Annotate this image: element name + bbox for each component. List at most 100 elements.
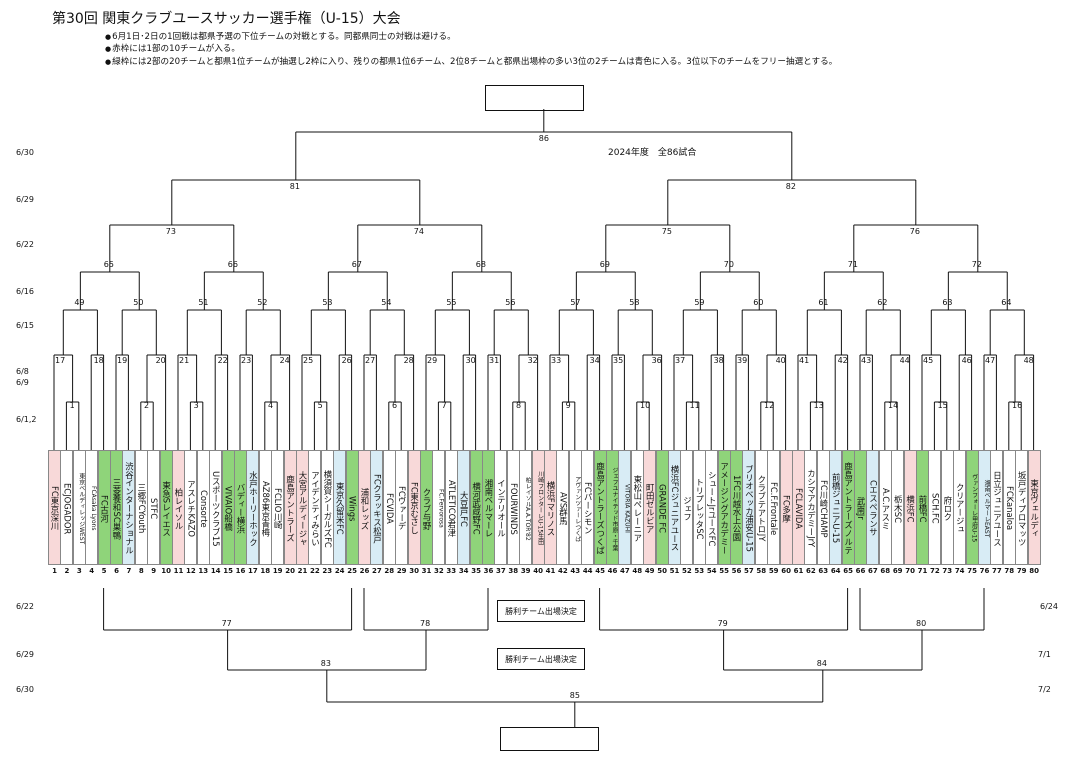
team-number: 26: [359, 567, 370, 575]
notes: 6月1日･2日の1回戦は都県予選の下位チームの対戦とする。同都県同士の対戦は避け…: [105, 31, 837, 68]
team-number: 63: [818, 567, 829, 575]
match-label-r96: 45: [923, 356, 934, 365]
match-label-r96: 28: [403, 356, 414, 365]
team-slot: STFC: [147, 450, 161, 565]
team-number: 70: [905, 567, 915, 575]
team-slot: 湘南ベルマーレEAST: [978, 450, 991, 565]
team-slot: クラブ与野: [420, 450, 433, 565]
match-label-r64: 49: [74, 298, 85, 307]
match-label-r1: 9: [565, 401, 571, 410]
match-label-r1: 2: [144, 401, 150, 410]
team-slot: FCVIDA: [382, 450, 396, 565]
match-label-r96: 47: [985, 356, 996, 365]
team-number: 77: [992, 567, 1002, 575]
match-label-r96: 21: [179, 356, 190, 365]
match-label-r64: 52: [257, 298, 268, 307]
champion-box: [485, 85, 584, 111]
team-number: 53: [694, 567, 705, 575]
match-label-r96: 29: [427, 356, 438, 365]
match-label-r1: 11: [689, 401, 700, 410]
team-slot: 大宮アルディージャ: [296, 450, 309, 565]
match-label-r32: 72: [971, 260, 982, 269]
match-label-r96: 25: [303, 356, 314, 365]
team-number: 21: [297, 567, 308, 575]
match-label-r64: 55: [446, 298, 457, 307]
match-label-r96: 26: [341, 356, 352, 365]
team-number: 47: [620, 567, 630, 575]
team-slot: FC川崎CHAMP: [816, 450, 830, 565]
team-slot: 鹿島アントラーズつくば: [593, 450, 607, 565]
match-label-r32: 71: [847, 260, 858, 269]
team-slot: SCH.FC: [928, 450, 942, 565]
team-slot: クラブテアトロJY: [754, 450, 768, 565]
team-slot: FCLIO川崎: [271, 450, 285, 565]
team-number: 14: [210, 567, 221, 575]
match-label-r1: 8: [516, 401, 522, 410]
match-label-r96: 41: [799, 356, 810, 365]
match-label-r96: 37: [675, 356, 686, 365]
team-number: 30: [409, 567, 419, 575]
team-slot: A.C.アスミ: [878, 450, 892, 565]
team-slot: AZ86東京青梅: [258, 450, 272, 565]
match-label-r64: 63: [942, 298, 953, 307]
team-number: 44: [582, 567, 593, 575]
team-slot: 横須賀シーガルズFC: [320, 450, 334, 565]
team-slot: アメージングアカデミー: [717, 450, 731, 565]
team-number: 7: [126, 567, 132, 575]
team-slot: FCヴァーデ: [395, 450, 409, 565]
match-label-r32: 65: [103, 260, 114, 269]
match-label-r96: 22: [217, 356, 228, 365]
date-label: 7/1: [1038, 650, 1051, 659]
team-number: 41: [545, 567, 556, 575]
team-slot: ジェフユナイテッド市原・千葉: [606, 450, 619, 565]
date-label: 6/9: [16, 378, 29, 387]
match-label-r64: 56: [505, 298, 516, 307]
match-label-bottom: 78: [420, 619, 431, 628]
match-label-r96: 39: [737, 356, 748, 365]
team-slot: FCKanaloa: [1002, 450, 1016, 565]
team-number: 34: [458, 567, 469, 575]
team-slot: FCLAVIDA: [792, 450, 805, 565]
team-number: 3: [76, 567, 82, 575]
team-number: 25: [347, 567, 357, 575]
team-number: 40: [533, 567, 543, 575]
team-number: 60: [781, 567, 791, 575]
team-number: 10: [161, 567, 171, 575]
team-number: 8: [138, 567, 144, 575]
team-slot: 湘南ベルマーレ: [482, 450, 495, 565]
team-number: 48: [632, 567, 643, 575]
team-number: 43: [570, 567, 581, 575]
match-label-r1: 13: [813, 401, 824, 410]
match-label-r96: 23: [241, 356, 252, 365]
team-slot: ATLETICO君津: [444, 450, 458, 565]
team-number: 11: [173, 567, 184, 575]
match-label-qf: 81: [289, 182, 300, 191]
match-label-r1: 12: [764, 401, 775, 410]
match-label-r96: 38: [713, 356, 724, 365]
team-number: 32: [434, 567, 444, 575]
match-label-r64: 53: [322, 298, 333, 307]
team-number: 6: [114, 567, 119, 575]
team-number: 54: [706, 567, 717, 575]
team-number: 22: [310, 567, 320, 575]
team-slot: ブリオベッカ浦安U-15: [742, 450, 756, 565]
team-slot: FC.F.Frontale: [767, 450, 781, 565]
match-label-r32: 70: [723, 260, 734, 269]
team-slot: FCAsaka Lyons: [85, 450, 99, 565]
team-number: 78: [1004, 567, 1015, 575]
team-slot: FC古河: [97, 450, 111, 565]
date-label: 6/1,2: [16, 415, 37, 424]
team-number: 19: [272, 567, 283, 575]
team-number: 17: [248, 567, 258, 575]
match-label-r1: 4: [268, 401, 274, 410]
team-number: 28: [384, 567, 395, 575]
season-label: 2024年度 全86試合: [608, 148, 697, 158]
team-slot: 横浜Fマリノス: [544, 450, 557, 565]
match-label-r96: 36: [651, 356, 662, 365]
match-label-r96: 27: [365, 356, 376, 365]
team-slot: Wings: [345, 450, 359, 565]
team-slot: FC東京むさし: [407, 450, 421, 565]
note-item: 6月1日･2日の1回戦は都県予選の下位チームの対戦とする。同都県同士の対戦は避け…: [105, 31, 837, 43]
team-number: 72: [930, 567, 940, 575]
team-number: 31: [421, 567, 432, 575]
